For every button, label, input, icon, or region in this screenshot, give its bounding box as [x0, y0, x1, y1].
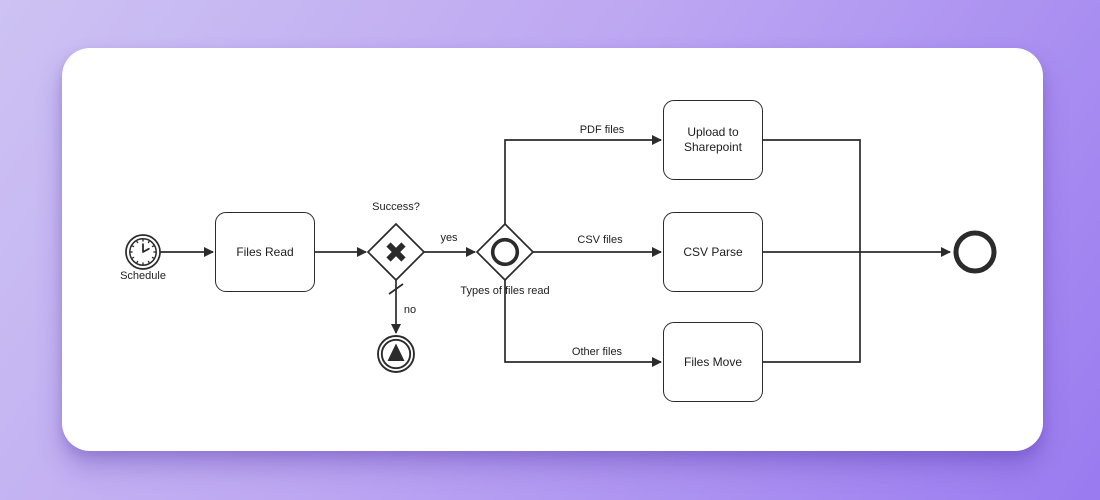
flow-label-pdf-files: PDF files [579, 124, 625, 136]
inclusive-gateway-label: Types of files read [460, 285, 550, 297]
timer-start-event[interactable] [125, 234, 161, 270]
task-label: CSV Parse [683, 244, 743, 259]
task-label: Files Read [236, 244, 294, 259]
task-csv-parse[interactable]: CSV Parse [663, 212, 763, 292]
timer-clock-icon [130, 239, 156, 265]
flow-label-csv-files: CSV files [577, 234, 623, 246]
inclusive-circle-icon [490, 237, 520, 267]
task-upload-to-sharepoint[interactable]: Upload to Sharepoint [663, 100, 763, 180]
flow-merge-branches[interactable] [763, 139, 861, 363]
xor-x-icon [386, 242, 406, 262]
escalation-triangle-icon [387, 343, 405, 361]
inclusive-gateway[interactable] [475, 222, 535, 282]
exclusive-gateway-label: Success? [372, 201, 420, 213]
task-label: Upload to Sharepoint [683, 125, 743, 154]
start-event-label: Schedule [120, 270, 166, 282]
flow-other-to-files-move[interactable] [504, 280, 662, 367]
escalation-throw-event[interactable] [377, 335, 415, 373]
task-label: Files Move [683, 354, 742, 369]
flow-label-other-files: Other files [571, 346, 623, 358]
default-flow-slash-marker [388, 283, 404, 295]
exclusive-gateway[interactable] [366, 222, 426, 282]
end-event[interactable] [953, 230, 997, 274]
flow-pdf-to-upload[interactable] [504, 135, 662, 224]
task-files-move[interactable]: Files Move [663, 322, 763, 402]
flow-label-yes: yes [440, 232, 458, 244]
task-files-read[interactable]: Files Read [215, 212, 315, 292]
flow-label-no: no [403, 304, 417, 316]
